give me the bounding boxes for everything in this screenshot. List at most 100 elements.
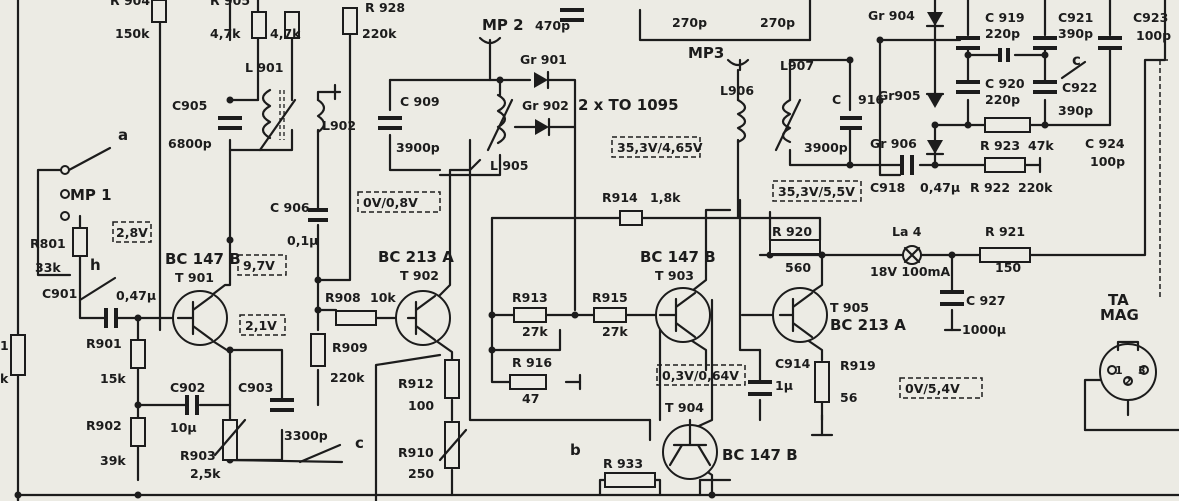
mp2-label: MP 2 xyxy=(482,16,524,34)
c923-ref: C923 xyxy=(1133,10,1168,25)
c-top1-value: 470p xyxy=(535,18,570,33)
c927-value: 1000µ xyxy=(962,322,1006,337)
lamp-rating: 18V 100mA xyxy=(870,264,951,279)
voltage-35v3-5v5: 35,3V/5,5V xyxy=(778,184,855,199)
c924-ref: C 924 xyxy=(1085,136,1125,151)
resistor-left xyxy=(10,334,26,376)
t902-type: BC 213 A xyxy=(378,248,454,266)
r914-ref: R914 xyxy=(602,190,638,205)
r923-value: 47k xyxy=(1028,138,1054,153)
r912-value: 100 xyxy=(408,398,434,413)
resistor-r914 xyxy=(619,210,643,226)
r908-value: 10k xyxy=(370,290,396,305)
r905-ref: R 905 xyxy=(210,0,250,8)
c918-value: 0,47µ xyxy=(920,180,960,195)
r904-ref: R 904 xyxy=(110,0,150,8)
r916-value: 47 xyxy=(522,391,539,406)
diode-pair-type: 2 x TO 1095 xyxy=(578,96,679,114)
voltage-35v3-4v65: 35,3V/4,65V xyxy=(617,140,703,155)
resistor-r902 xyxy=(130,417,146,447)
r-left-ref: 1 xyxy=(0,338,9,353)
c918-ref: C918 xyxy=(870,180,905,195)
switch-contacts xyxy=(16,60,1087,501)
r801-ref: R801 xyxy=(30,236,66,251)
connector-line2: MAG xyxy=(1100,306,1139,324)
c922-value: 390p xyxy=(1058,103,1093,118)
c-top2-value: 270p xyxy=(672,15,707,30)
resistor-r909 xyxy=(310,333,326,367)
c922-ref: C922 xyxy=(1062,80,1097,95)
gr901-label: Gr 901 xyxy=(520,52,567,67)
c923-value: 100p xyxy=(1136,28,1171,43)
resistor-r920 xyxy=(769,239,821,255)
c916-num: 916 xyxy=(858,92,884,107)
r902-value: 39k xyxy=(100,453,126,468)
t901-type: BC 147 B xyxy=(165,250,241,268)
t901-ref: T 901 xyxy=(175,270,214,285)
voltage-9v7: 9,7V xyxy=(243,258,275,273)
connector-pin1: 1 xyxy=(1115,364,1123,377)
c921-value: 390p xyxy=(1058,26,1093,41)
r913-value: 27k xyxy=(522,324,548,339)
r906-value: 4,7k xyxy=(270,26,301,41)
r903-value: 2,5k xyxy=(190,466,221,481)
t905-type: BC 213 A xyxy=(830,316,906,334)
r914-value: 1,8k xyxy=(650,190,681,205)
voltage-0v-5v4: 0V/5,4V xyxy=(905,381,960,396)
r913-ref: R913 xyxy=(512,290,548,305)
mp3-label: MP3 xyxy=(688,44,724,62)
r915-value: 27k xyxy=(602,324,628,339)
r910-ref: R910 xyxy=(398,445,434,460)
r915-ref: R915 xyxy=(592,290,628,305)
r910-value: 250 xyxy=(408,466,434,481)
r916-ref: R 916 xyxy=(512,355,552,370)
switch-a-label: a xyxy=(118,126,128,144)
r-left-value: k xyxy=(0,371,9,386)
c921-ref: C921 xyxy=(1058,10,1093,25)
resistor-r913 xyxy=(513,307,547,323)
c-top3-value: 270p xyxy=(760,15,795,30)
resistor-r919 xyxy=(814,361,830,403)
resistor-r923 xyxy=(984,117,1031,133)
c902-ref: C902 xyxy=(170,380,205,395)
c909-ref: C 909 xyxy=(400,94,440,109)
r912-ref: R912 xyxy=(398,376,434,391)
r921-ref: R 921 xyxy=(985,224,1025,239)
resistor-symbols xyxy=(10,0,1031,488)
voltage-0v3-0v64: 0,3V/0,64V xyxy=(662,368,739,383)
resistor-r903 xyxy=(222,419,238,461)
c901-value: 0,47µ xyxy=(116,288,156,303)
l905-label: L 905 xyxy=(490,158,528,173)
resistor-r901 xyxy=(130,339,146,369)
transistor-symbols xyxy=(172,287,828,480)
ta-mag-connector xyxy=(1099,340,1157,401)
c919-ref: C 919 xyxy=(985,10,1025,25)
c906-ref: C 906 xyxy=(270,200,310,215)
switch-c2-label: c xyxy=(1072,51,1081,69)
t902-ref: T 902 xyxy=(400,268,439,283)
l907-label: L907 xyxy=(780,58,814,73)
r905-value: 4,7k xyxy=(210,26,241,41)
r922-value: 220k xyxy=(1018,180,1053,195)
r919-value: 56 xyxy=(840,390,858,405)
voltage-0v-0v8: 0V/0,8V xyxy=(363,195,418,210)
r908-ref: R908 xyxy=(325,290,361,305)
shield-lines xyxy=(1150,59,1168,300)
c901-ref: C901 xyxy=(42,286,77,301)
switch-h-label: h xyxy=(90,256,101,274)
c920-ref: C 920 xyxy=(985,76,1025,91)
resistor-r922 xyxy=(984,157,1026,173)
resistor-r801 xyxy=(72,227,88,257)
lamp-symbol xyxy=(902,245,922,265)
l906-label: L906 xyxy=(720,83,754,98)
r933-ref: R 933 xyxy=(603,456,643,471)
t903-type: BC 147 B xyxy=(640,248,716,266)
voltage-2v8: 2,8V xyxy=(116,225,148,240)
c924-value: 100p xyxy=(1090,154,1125,169)
t905-ref: T 905 xyxy=(830,300,869,315)
resistor-r906 xyxy=(284,11,300,39)
connector-pin2: 2 xyxy=(1124,375,1132,388)
resistor-r921 xyxy=(979,247,1031,263)
